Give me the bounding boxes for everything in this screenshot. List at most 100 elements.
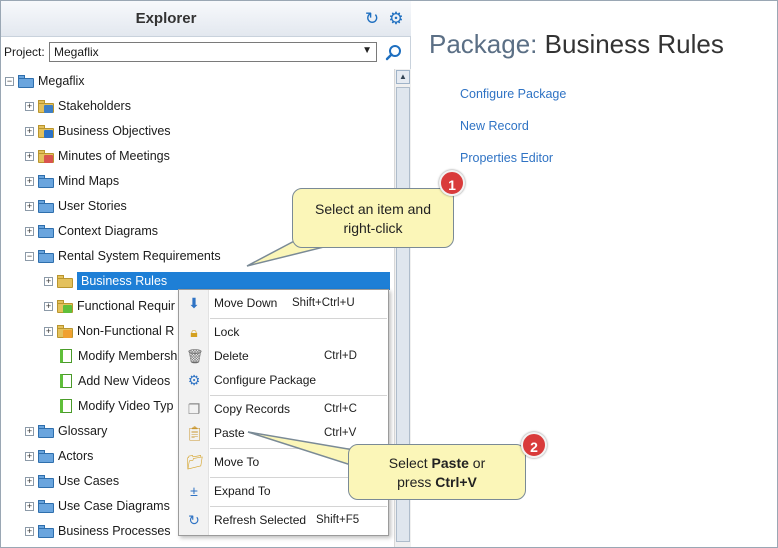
callout-select-paste: Select Paste or press Ctrl+V [348,444,526,500]
lock-icon: 🔒︎ [190,324,198,340]
tree-node-non-functional-requirements[interactable]: + Non-Functional R [44,321,174,341]
expand-icon[interactable]: + [25,175,34,186]
menu-item-label: Copy Records [214,402,291,416]
refresh-icon[interactable]: ↻ [364,9,380,28]
menu-item-label: Expand To [214,484,271,498]
requirement-doc-icon [60,374,72,388]
expand-icon[interactable]: + [25,100,34,111]
expand-icon[interactable]: + [25,500,34,511]
expand-icon[interactable]: + [44,300,53,311]
menu-item-copy-records[interactable]: ❐ Copy Records Ctrl+C [179,398,388,420]
tree-node-modify-membership[interactable]: Modify Membersh [60,346,177,366]
tree-node-root[interactable]: − Megaflix [5,71,85,91]
gear-icon[interactable]: ⚙ [388,9,404,28]
project-select[interactable]: Megaflix ▼ [49,42,377,62]
expand-icon[interactable]: + [25,225,34,236]
tree-node-glossary[interactable]: + Glossary [25,421,107,441]
menu-item-shortcut: Ctrl+D [324,350,357,362]
tree-node-mind-maps[interactable]: + Mind Maps [25,171,119,191]
tree-node-label: Use Case Diagrams [58,499,170,513]
project-value: Megaflix [54,45,99,59]
properties-editor-link[interactable]: Properties Editor [460,151,554,165]
tree-node-label: Business Rules [77,272,390,290]
mind-maps-folder-icon [38,174,54,188]
menu-item-label: Move Down [214,296,278,310]
tree-node-modify-video-type[interactable]: Modify Video Typ [60,396,173,416]
tree-node-label: Glossary [58,424,108,438]
tree-node-minutes-of-meetings[interactable]: + Minutes of Meetings [25,146,170,166]
new-record-link[interactable]: New Record [460,119,529,133]
callout-text: Select an item and [315,201,431,217]
expand-icon[interactable]: + [25,425,34,436]
collapse-icon[interactable]: − [25,250,34,261]
menu-item-refresh-selected[interactable]: ↻ Refresh Selected Shift+F5 [179,509,388,531]
expand-icon[interactable]: + [25,450,34,461]
search-icon[interactable] [385,44,403,62]
menu-item-label: Lock [214,325,240,339]
project-label: Project: [4,45,45,59]
tree-node-label: Modify Video Typ [78,399,174,413]
tree-node-label: Modify Membersh [78,349,178,363]
menu-item-lock[interactable]: 🔒︎ Lock [179,321,388,343]
menu-item-label: Configure Package [214,373,317,387]
menu-item-delete[interactable]: 🗑︎ Delete Ctrl+D [179,345,388,367]
tree-node-actors[interactable]: + Actors [25,446,93,466]
user-stories-folder-icon [38,199,54,213]
tree-node-label: Use Cases [58,474,120,488]
scroll-up-icon[interactable]: ▲ [396,70,410,84]
tree-node-use-case-diagrams[interactable]: + Use Case Diagrams [25,496,170,516]
menu-item-label: Paste [214,426,245,440]
menu-item-shortcut: Ctrl+C [324,403,357,415]
tree-node-label: Stakeholders [58,99,131,113]
expand-icon[interactable]: + [25,150,34,161]
tree-node-business-rules[interactable]: + Business Rules [44,271,390,291]
use-case-diagrams-folder-icon [38,499,54,513]
menu-item-paste[interactable]: 📋︎ Paste Ctrl+V [179,422,388,444]
tree-node-label: Actors [58,449,94,463]
menu-item-expand-to[interactable]: ± Expand To [179,480,388,502]
tree-node-user-stories[interactable]: + User Stories [25,196,127,216]
functional-folder-icon [57,299,73,313]
tree-node-label: Business Objectives [58,124,171,138]
tree-node-label: Add New Videos [78,374,171,388]
expand-icon[interactable]: + [44,325,53,336]
callout-select-item: Select an item and right-click [292,188,454,248]
expand-icon[interactable]: + [25,475,34,486]
expand-icon[interactable]: + [25,525,34,536]
callout-text-bold: Ctrl+V [435,474,477,490]
tree-node-stakeholders[interactable]: + Stakeholders [25,96,131,116]
menu-item-move-down[interactable]: ⬇ Move Down Shift+Ctrl+U [179,292,388,314]
step-badge-2: 2 [521,432,547,458]
callout-text-part: press [397,474,436,490]
collapse-icon[interactable]: − [5,75,14,86]
tree-node-label: Mind Maps [58,174,120,188]
requirements-folder-icon [38,249,54,263]
move-folder-icon: 📁︎ [186,454,204,470]
menu-item-shortcut: Ctrl+V [324,427,357,439]
menu-item-configure-package[interactable]: ⚙ Configure Package [179,369,388,391]
page-title-prefix: Package: [429,29,545,59]
tree-node-business-objectives[interactable]: + Business Objectives [25,121,171,141]
tree-node-functional-requirements[interactable]: + Functional Requir [44,296,175,316]
menu-icon-gutter [179,290,209,535]
expand-icon[interactable]: + [44,275,53,286]
project-row: Project: Megaflix ▼ [1,38,411,68]
expand-icon[interactable]: + [25,200,34,211]
tree-node-add-new-videos[interactable]: Add New Videos [60,371,170,391]
non-functional-folder-icon [57,324,73,338]
menu-item-label: Refresh Selected [214,513,307,527]
tree-node-label: Business Processes [58,524,171,538]
tree-node-context-diagrams[interactable]: + Context Diagrams [25,221,158,241]
configure-package-link[interactable]: Configure Package [460,87,567,101]
tree-node-use-cases[interactable]: + Use Cases [25,471,119,491]
tree-node-business-processes[interactable]: + Business Processes [25,521,171,541]
glossary-folder-icon [38,424,54,438]
callout-text-bold: Paste [431,455,469,471]
expand-icon[interactable]: + [25,125,34,136]
use-cases-folder-icon [38,474,54,488]
callout-text-part: Select [388,455,432,471]
business-processes-folder-icon [38,524,54,538]
tree-node-rental-system-requirements[interactable]: − Rental System Requirements [25,246,221,266]
tree-node-label: Minutes of Meetings [58,149,170,163]
expand-to-icon: ± [190,483,198,499]
